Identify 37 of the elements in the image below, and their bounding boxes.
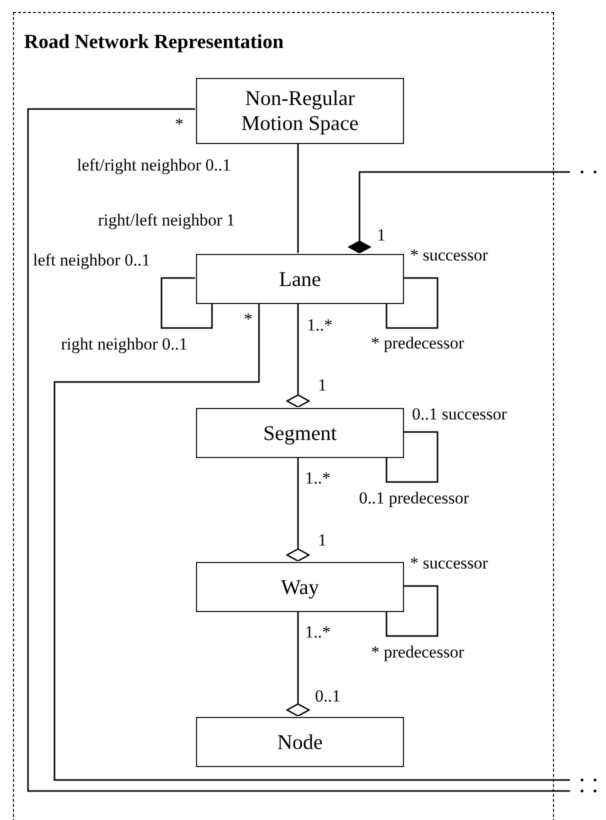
aggregation-line bbox=[286, 611, 310, 717]
multiplicity-label: 0..1 bbox=[315, 686, 340, 706]
multiplicity-label: 1 bbox=[377, 226, 386, 244]
multiplicity-label: * predecessor bbox=[371, 334, 464, 352]
multiplicity-label: left neighbor 0..1 bbox=[33, 250, 150, 270]
multiplicity-label: 1..* bbox=[305, 468, 330, 488]
multiplicity-label: * predecessor bbox=[371, 642, 464, 662]
multiplicity-label: * successor bbox=[410, 246, 488, 264]
association-line bbox=[27, 108, 570, 792]
multiplicity-label: * successor bbox=[410, 554, 488, 572]
package-title: Road Network Representation bbox=[24, 31, 284, 54]
class-box: Non-Regular Motion Space bbox=[196, 78, 404, 144]
association-line bbox=[386, 277, 438, 329]
class-box: Lane bbox=[196, 254, 404, 304]
multiplicity-label: right neighbor 0..1 bbox=[61, 334, 188, 354]
multiplicity-label: 1..* bbox=[305, 622, 330, 642]
multiplicity-label: 1 bbox=[318, 376, 326, 394]
multiplicity-label: * bbox=[175, 114, 184, 134]
class-box: Way bbox=[196, 562, 404, 612]
class-box: Segment bbox=[196, 408, 404, 458]
association-line bbox=[386, 585, 438, 637]
association-line bbox=[386, 431, 438, 483]
aggregation-line bbox=[286, 303, 310, 408]
multiplicity-label: 1 bbox=[318, 530, 326, 550]
multiplicity-label: right/left neighbor 1 bbox=[98, 210, 235, 230]
multiplicity-label: left/right neighbor 0..1 bbox=[77, 156, 231, 174]
association-line bbox=[160, 277, 213, 329]
multiplicity-label: 0..1 predecessor bbox=[359, 488, 469, 508]
class-box: Node bbox=[196, 717, 404, 767]
multiplicity-label: 1..* bbox=[307, 316, 332, 334]
aggregation-line bbox=[348, 171, 570, 254]
aggregation-line bbox=[286, 457, 310, 562]
multiplicity-label: * bbox=[244, 310, 252, 328]
association-line bbox=[297, 143, 299, 253]
package-frame bbox=[13, 12, 554, 820]
multiplicity-label: 0..1 successor bbox=[412, 404, 507, 424]
association-line bbox=[54, 303, 570, 781]
